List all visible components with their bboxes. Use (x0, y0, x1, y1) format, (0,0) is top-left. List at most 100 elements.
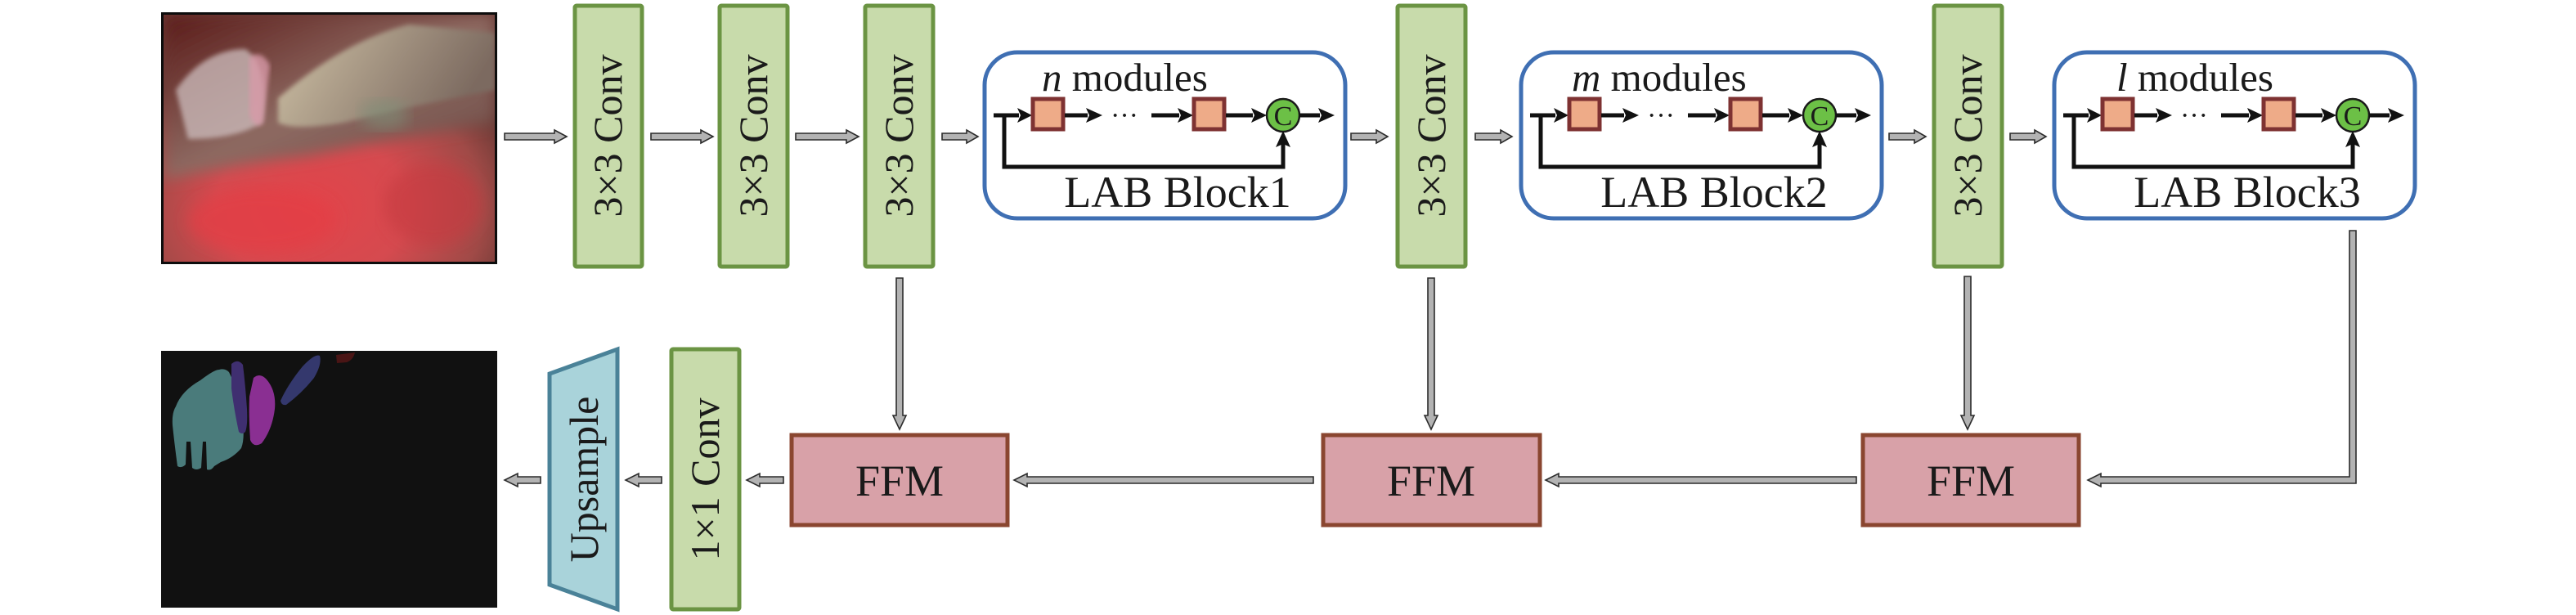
conv1x1-label: 1×1 Conv (682, 397, 728, 560)
ffm-block-1: FFM (789, 433, 1010, 527)
arrow-lab2-to-conv5 (1888, 128, 1928, 145)
skip-connection (1538, 115, 1822, 169)
arrow-conv1-to-conv2 (650, 128, 715, 145)
arrow-ffm1-to-conv1x1 (745, 472, 784, 488)
flow-arrowhead (2345, 131, 2360, 147)
lab-modules-title: l modules (2116, 55, 2273, 100)
flow-arrowhead (1276, 131, 1290, 147)
lab-modules-title: n modules (1042, 55, 1208, 100)
seg-region-navy (280, 355, 321, 406)
seg-region-teal (172, 369, 244, 470)
skip-connection (1002, 115, 1286, 169)
arrow-ffm3-to-ffm2 (1544, 472, 1857, 488)
modules-word: modules (2128, 55, 2273, 100)
flow-arrowhead (2087, 108, 2102, 123)
conv3x3-block-4: 3×3 Conv (1395, 3, 1468, 269)
flow-arrowhead (2156, 108, 2172, 123)
modules-word: modules (1600, 55, 1746, 100)
gray-arrow-right (941, 128, 980, 145)
arrow-upsample-to-output (503, 472, 541, 488)
ffm-label: FFM (1387, 456, 1475, 505)
seg-region-darkred (336, 352, 355, 363)
lab-block-name: LAB Block3 (2134, 168, 2361, 217)
upsample-block: Upsample (547, 346, 620, 613)
flow-arrowhead (2247, 108, 2263, 123)
flow-arrowhead (1318, 108, 1335, 123)
input-image (161, 12, 497, 264)
module-box-last (1728, 97, 1763, 132)
conv-label: 3×3 Conv (1945, 54, 1990, 217)
flow-arrowhead (1554, 108, 1568, 123)
module-count-variable: n (1042, 55, 1062, 100)
module-count-variable: l (2116, 55, 2128, 100)
flow-arrowhead (2388, 108, 2404, 123)
module-count-variable: m (1572, 55, 1600, 100)
flow-arrowhead (1622, 108, 1639, 123)
arrow-conv3-to-ffm1 (891, 277, 908, 431)
module-box-last (2261, 97, 2296, 132)
lab-block-1: n modules ··· C LAB Block1 (982, 50, 1348, 221)
lab-block-2: m modules ··· C LAB Block2 (1519, 50, 1884, 221)
ellipsis: ··· (2180, 101, 2208, 131)
module-box-first (2100, 97, 2135, 132)
conv-label: 3×3 Conv (876, 54, 922, 217)
upsample-label: Upsample (561, 397, 607, 563)
ffm-label: FFM (855, 456, 944, 505)
module-box-first (1567, 97, 1602, 132)
flow-arrowhead (1855, 108, 1871, 123)
seg-region-indigo (231, 361, 248, 433)
modules-word: modules (1062, 55, 1208, 100)
concat-label: C (1274, 101, 1293, 132)
concat-label: C (1811, 101, 1829, 132)
ellipsis: ··· (1111, 101, 1138, 131)
arrow-image-to-conv1 (504, 128, 568, 145)
conv-label: 3×3 Conv (730, 54, 776, 217)
arrow-lab1-to-conv4 (1350, 128, 1389, 145)
conv1x1-block: 1×1 Conv (669, 347, 742, 612)
arrow-lab3-to-ffm3 (2086, 230, 2357, 488)
conv-label: 3×3 Conv (1408, 54, 1454, 217)
ffm-label: FFM (1927, 456, 2015, 505)
lab-block-name: LAB Block2 (1600, 168, 1828, 217)
conv3x3-block-2: 3×3 Conv (717, 3, 790, 269)
arrow-ffm2-to-ffm1 (1012, 472, 1314, 488)
conv-label: 3×3 Conv (585, 54, 631, 217)
conv3x3-block-3: 3×3 Conv (863, 3, 936, 269)
flow-arrowhead (1086, 108, 1102, 123)
module-box-last (1192, 97, 1227, 132)
flow-arrowhead (1714, 108, 1730, 123)
arrow-conv4-to-lab2 (1474, 128, 1514, 145)
gray-arrow-right (1474, 128, 1514, 145)
lab-block-3: l modules ··· C LAB Block3 (2052, 50, 2417, 221)
gray-arrow-right (1888, 128, 1928, 145)
concat-label: C (2344, 101, 2363, 132)
seg-region-magenta (249, 375, 276, 446)
arrow-conv1x1-to-upsample (624, 472, 662, 488)
skip-connection (2071, 115, 2355, 169)
gray-arrow-right (2009, 128, 2048, 145)
output-segmentation (161, 351, 497, 608)
ffm-block-3: FFM (1860, 433, 2081, 527)
arrow-conv3-to-lab1 (941, 128, 980, 145)
ellipsis: ··· (1647, 101, 1675, 131)
arrow-conv5-to-lab3 (2009, 128, 2048, 145)
ffm-block-2: FFM (1321, 433, 1542, 527)
gray-arrow-right (650, 128, 715, 145)
arrow-conv4-to-ffm2 (1423, 277, 1439, 431)
module-box-first (1030, 97, 1066, 132)
flow-arrowhead (1812, 131, 1827, 147)
arrow-conv5-to-ffm3 (1959, 276, 1976, 431)
arrow-conv2-to-conv3 (795, 128, 860, 145)
gray-arrow-right (504, 128, 568, 145)
gray-arrow-right (795, 128, 860, 145)
conv3x3-block-1: 3×3 Conv (572, 3, 644, 269)
flow-arrowhead (1017, 108, 1032, 123)
flow-arrowhead (1788, 108, 1803, 123)
flow-arrowhead (2321, 108, 2336, 123)
lab-block-name: LAB Block1 (1064, 168, 1291, 217)
flow-arrowhead (1178, 108, 1193, 123)
flow-arrowhead (1251, 108, 1267, 123)
conv3x3-block-5: 3×3 Conv (1932, 3, 2004, 269)
lab-modules-title: m modules (1572, 55, 1747, 100)
